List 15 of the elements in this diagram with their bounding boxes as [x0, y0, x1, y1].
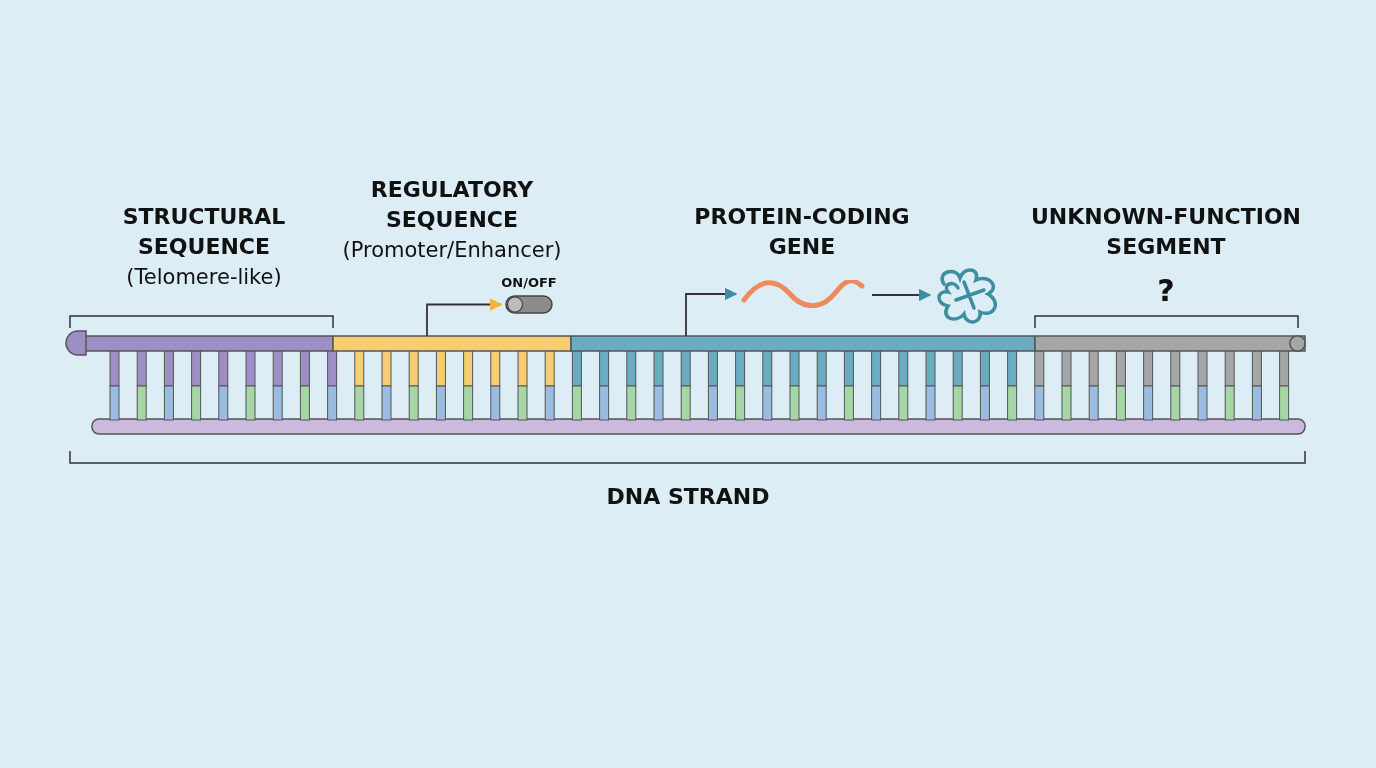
- switch-icon: [505, 295, 553, 314]
- section-heading: REGULATORY SEQUENCE: [369, 176, 535, 234]
- section-subtitle: (Telomere-like): [126, 264, 282, 291]
- section-heading: PROTEIN-CODING GENE: [693, 203, 911, 261]
- section-heading: UNKNOWN-FUNCTION SEGMENT: [1030, 203, 1302, 261]
- section-heading: STRUCTURAL SEQUENCE: [121, 203, 287, 261]
- arrow: [871, 288, 932, 302]
- dna-strand-drawing: [65, 330, 1306, 435]
- arrow: [685, 287, 738, 337]
- section-subtitle: (Promoter/Enhancer): [342, 237, 562, 264]
- mrna-drawing: [740, 280, 866, 308]
- arrow: [426, 298, 503, 337]
- strand-label: DNA STRAND: [606, 483, 770, 511]
- question-mark: ?: [1157, 276, 1175, 306]
- switch-label: ON/OFF: [501, 275, 557, 291]
